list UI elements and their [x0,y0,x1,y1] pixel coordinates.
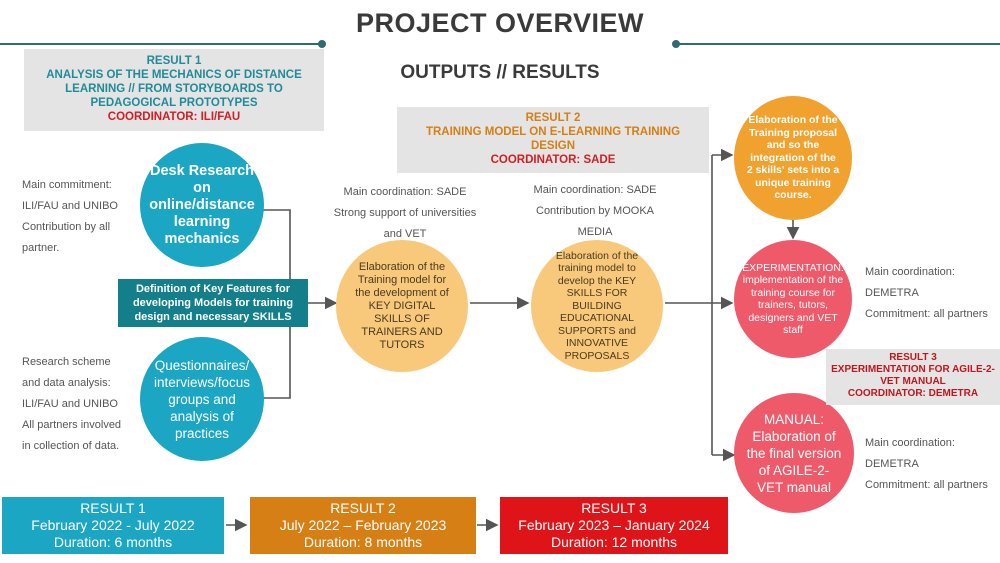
result2-box: RESULT 2 TRAINING MODEL ON E-LEARNING TR… [397,107,709,173]
timeline-dates: February 2022 - July 2022 [31,517,195,533]
timeline-duration: Duration: 8 months [303,534,423,550]
note-line: DEMETRA [865,287,919,299]
timeline-title: RESULT 1 [80,500,146,516]
questionnaires-circle: Questionnaires/ interviews/focus groups … [140,337,264,461]
questionnaires-text: Questionnaires/ interviews/focus groups … [153,357,251,441]
result1-box: RESULT 1 ANALYSIS OF THE MECHANICS OF DI… [24,49,324,131]
note-line: Main coordination: [865,437,955,449]
title-divider-left-dot [318,40,326,48]
note-mid2: Main coordination: SADE Contribution by … [520,180,670,243]
note-right1: Main coordination: DEMETRA Commitment: a… [865,262,1000,325]
note-main-commitment: Main commitment: ILI/FAU and UNIBO Contr… [22,175,142,259]
result3-coordinator: COORDINATOR: DEMETRA [847,388,979,399]
timeline-result3: RESULT 3 February 2023 – January 2024 Du… [500,497,728,554]
definition-box: Definition of Key Features for developin… [118,279,308,327]
result3-box: RESULT 3 EXPERIMENTATION FOR AGILE-2-VET… [826,349,1000,405]
result2-heading: RESULT 2 [525,112,581,124]
experimentation-text: EXPERIMENTATION: implementation of the t… [742,261,844,337]
training-proposal-text: Elaboration of the Training proposal and… [746,114,840,202]
title-divider-right-dot [672,40,680,48]
note-line: partner. [22,242,60,254]
title-divider-right [675,43,1000,45]
note-line: Contribution by all [22,221,111,233]
note-line: and data analysis: [22,377,111,389]
note-line: Research scheme [22,356,111,368]
training-proposal-circle: Elaboration of the Training proposal and… [734,96,852,220]
desk-research-circle: Desk Research on online/distance learnin… [140,143,264,267]
title-divider-left [0,43,322,45]
result3-description: EXPERIMENTATION FOR AGILE-2-VET MANUAL [831,364,995,387]
result2-coordinator: COORDINATOR: SADE [490,154,616,166]
timeline-result1: RESULT 1 February 2022 - July 2022 Durat… [2,497,224,554]
note-line: ILI/FAU and UNIBO [22,200,118,212]
note-line: Strong support of universities [333,207,477,219]
note-line: Main coordination: [865,266,955,278]
result1-description: ANALYSIS OF THE MECHANICS OF DISTANCE LE… [46,69,302,109]
training-model-circle: Elaboration of the Training model for th… [336,240,468,372]
note-line: Contribution by MOOKA [536,205,654,217]
note-line: Main coordination: SADE [533,184,657,196]
note-right2: Main coordination: DEMETRA Commitment: a… [865,433,1000,496]
timeline-result2: RESULT 2 July 2022 – February 2023 Durat… [250,497,476,554]
training-model-text: Elaboration of the Training model for th… [355,260,449,351]
key-skills-circle: Elaboration of the training model to dev… [531,240,663,372]
timeline-duration: Duration: 6 months [53,534,173,550]
timeline-title: RESULT 2 [330,500,396,516]
note-line: Commitment: all partners [865,479,988,491]
note-line: Main commitment: [22,179,112,191]
key-skills-text: Elaboration of the training model to dev… [555,249,639,362]
note-line: DEMETRA [865,458,919,470]
timeline-title: RESULT 3 [581,500,647,516]
note-line: in collection of data. [22,440,120,452]
page-subtitle: OUTPUTS // RESULTS [400,62,600,83]
manual-circle: MANUAL: Elaboration of the final version… [734,393,854,513]
note-line: All partners involved [22,419,122,431]
definition-text: Definition of Key Features for developin… [132,283,294,323]
note-mid1: Main coordination: SADE Strong support o… [330,182,480,245]
timeline-duration: Duration: 12 months [550,534,678,550]
result2-description: TRAINING MODEL ON E-LEARNING TRAINING DE… [425,126,681,152]
result3-heading: RESULT 3 [889,352,937,363]
desk-research-text: Desk Research on online/distance learnin… [149,162,255,247]
note-line: Main coordination: SADE [343,186,467,198]
note-research-scheme: Research scheme and data analysis: ILI/F… [22,352,147,457]
manual-text: MANUAL: Elaboration of the final version… [746,411,842,495]
result1-heading: RESULT 1 [146,55,202,67]
note-line: Commitment: all partners [865,308,988,320]
page-title: PROJECT OVERVIEW [355,8,645,38]
note-line: ILI/FAU and UNIBO [22,398,118,410]
note-line: and VET [383,228,427,240]
result1-coordinator: COORDINATOR: ILI/FAU [107,111,241,123]
timeline-dates: July 2022 – February 2023 [279,517,447,533]
note-line: MEDIA [577,226,613,238]
timeline-dates: February 2023 – January 2024 [518,517,710,533]
experimentation-circle: EXPERIMENTATION: implementation of the t… [734,240,852,358]
